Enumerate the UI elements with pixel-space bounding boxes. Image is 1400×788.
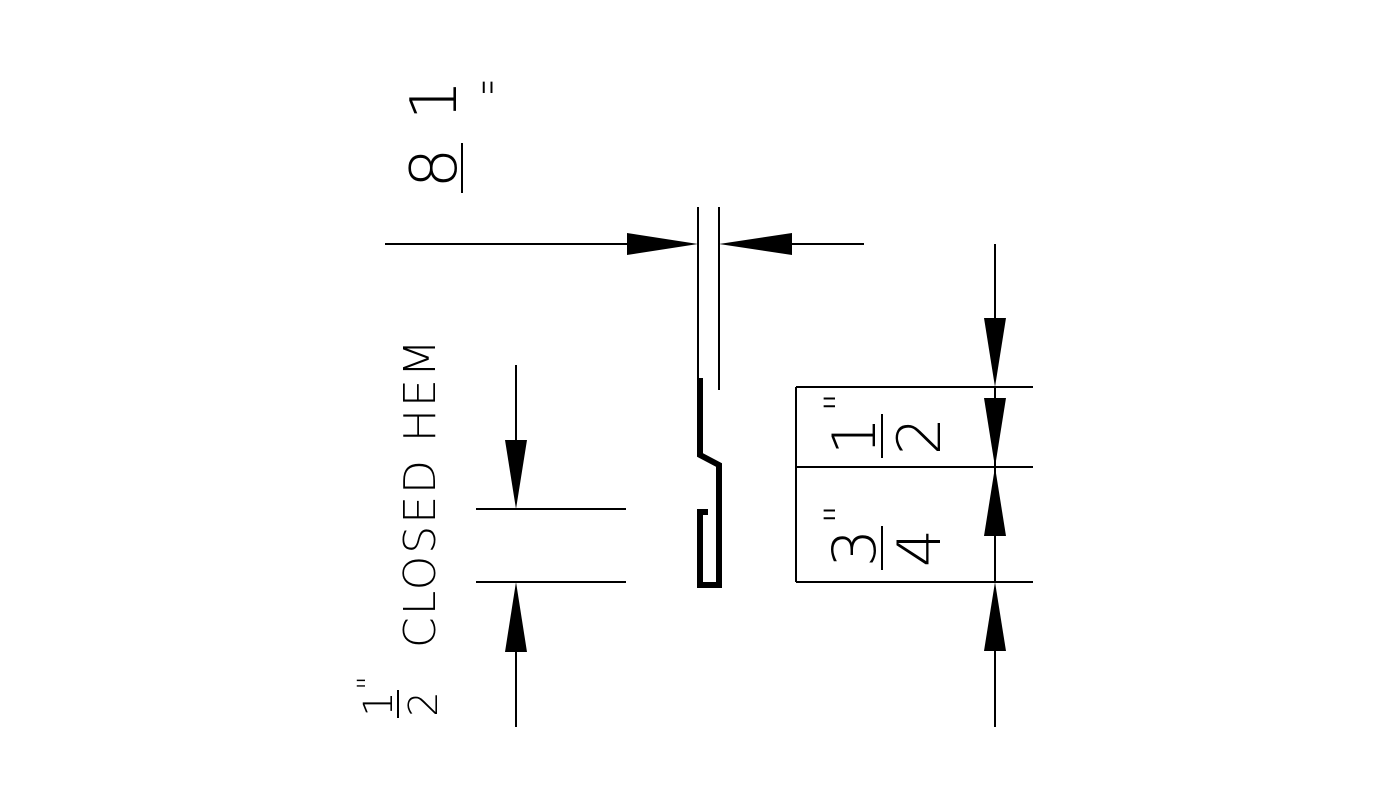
right-lower-unit: ": [815, 505, 864, 524]
right-upper-unit: ": [815, 393, 864, 412]
right-lower-denominator: 4: [885, 529, 955, 567]
sheet-profile: [697, 378, 722, 588]
right-upper-numerator: 1: [820, 417, 890, 455]
top-dim-denominator: 8: [398, 148, 472, 189]
hem-label: 1 2 " CLOSED HEM: [352, 337, 447, 718]
right-upper-denominator: 2: [885, 417, 955, 455]
top-dim-numerator: 1: [398, 80, 472, 121]
top-thickness-dimension: 1 8 ": [385, 73, 864, 390]
right-upper-label: 1 2 ": [815, 393, 955, 458]
right-lower-numerator: 3: [820, 529, 890, 567]
hem-dim-unit: ": [352, 676, 387, 690]
right-dimensions: 1 2 " 3 4 ": [795, 244, 1033, 727]
hem-text: CLOSED HEM: [395, 337, 446, 648]
right-arrow-mid-up: [984, 467, 1006, 536]
arrowhead-left: [627, 233, 698, 255]
hem-arrow-down: [505, 440, 527, 509]
hem-arrow-up: [505, 582, 527, 652]
top-dim-unit: ": [478, 73, 497, 122]
arrowhead-right: [719, 233, 792, 255]
right-lower-label: 3 4 ": [815, 505, 955, 570]
hem-dimension: 1 2 " CLOSED HEM: [352, 337, 626, 727]
right-arrow-bottom-up: [984, 582, 1006, 651]
hem-dim-numerator: 1: [356, 691, 402, 716]
top-dim-label: 1 8: [398, 80, 472, 193]
part-profile: [697, 378, 722, 588]
hem-dim-denominator: 2: [401, 691, 447, 716]
right-arrow-top-down: [984, 318, 1006, 387]
